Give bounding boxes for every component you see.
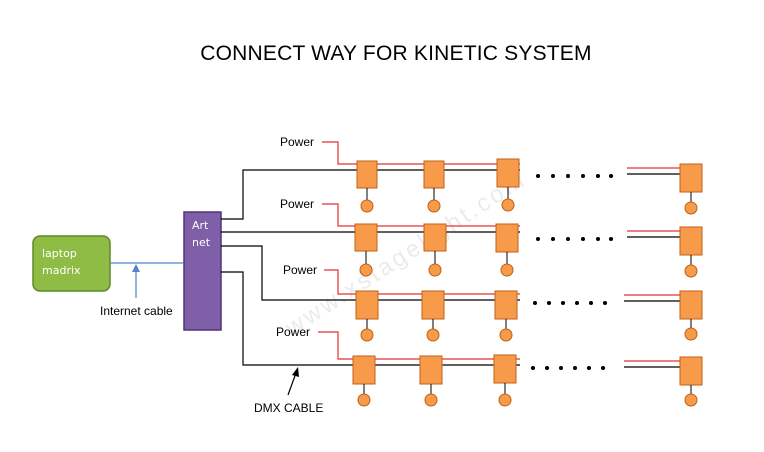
fixture-row-1: Power [280,135,703,215]
artnet-box [183,211,222,331]
power-cable [322,141,520,165]
dmx-line-row-3 [221,245,350,301]
internet-cable-arrowhead [132,264,140,272]
continuation-dots [531,366,605,370]
power-label: Power [276,325,310,339]
internet-cable-label: Internet cable [100,304,173,318]
dmx-line-row-4 [221,271,350,366]
power-label: Power [280,135,314,149]
laptop-label-line1: laptop [42,247,77,260]
fixture [496,158,520,212]
laptop-madrix-node: laptop madrix [32,235,111,292]
artnet-label-line1: Art [192,219,209,232]
fixture [493,354,517,407]
dmx-cable-label: DMX CABLE [254,401,323,415]
continuation-dots [533,301,607,305]
power-cable [318,331,520,360]
fixture [423,223,447,277]
fixture [419,355,443,407]
fixture [495,223,519,277]
diagram-title: CONNECT WAY FOR KINETIC SYSTEM [200,42,591,65]
dmx-cable-pointer [287,372,297,396]
fixture-last [679,356,703,407]
watermark: www.xstagelight.com [280,166,531,342]
fixture [354,223,378,277]
artnet-node: Art net [183,211,222,331]
dmx-trunk-lines [221,169,350,366]
fixture-row-4: Power [276,325,703,407]
fixture [356,160,378,213]
power-label: Power [280,197,314,211]
fixture [352,355,376,407]
fixture [421,290,445,342]
continuation-dots [536,237,613,241]
fixture-last [679,163,703,215]
fixture [423,160,445,213]
dmx-line-row-1 [221,169,350,220]
artnet-label-line2: net [192,236,211,249]
fixture-last [679,290,703,341]
laptop-label-line2: madrix [42,264,81,277]
fixture-last [679,226,703,278]
continuation-dots [536,174,613,178]
fixture [355,290,379,342]
power-label: Power [283,263,317,277]
fixture-row-2: Power [280,197,703,278]
fixture-row-3: Power [283,263,703,342]
dmx-cable-arrowhead [292,367,299,377]
fixture [494,290,518,342]
